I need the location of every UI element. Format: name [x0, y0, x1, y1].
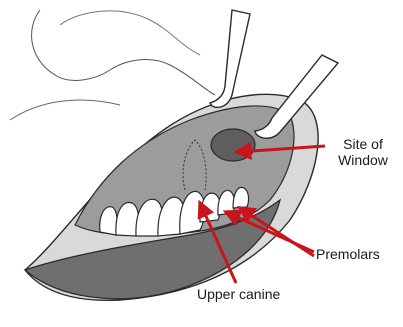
label-premolars: Premolars [316, 246, 380, 262]
retractor-left [210, 10, 250, 107]
label-site-of-window: Site of Window [328, 136, 398, 168]
face-outline-sketch [32, 10, 215, 95]
label-site-of-window-line2: Window [328, 152, 398, 168]
site-of-window-area [211, 129, 255, 161]
cheek-outline-sketch [10, 100, 120, 120]
nose-outline-sketch [60, 11, 200, 55]
label-upper-canine: Upper canine [197, 286, 280, 302]
label-site-of-window-line1: Site of [328, 136, 398, 152]
